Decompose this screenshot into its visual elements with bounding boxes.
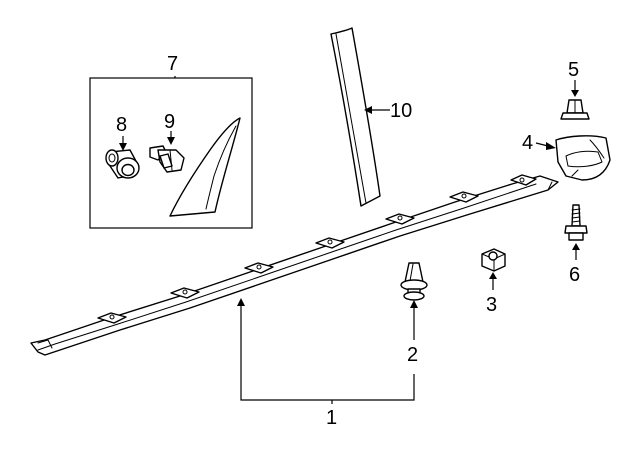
callout-1: 1 bbox=[326, 407, 337, 429]
inset-box bbox=[89, 77, 253, 229]
callout-6: 6 bbox=[569, 264, 580, 286]
retainer-4-part bbox=[555, 135, 611, 181]
clip-8-part bbox=[105, 149, 140, 179]
clip-9-part bbox=[149, 145, 185, 173]
nut-3-part bbox=[481, 248, 506, 272]
callout-10: 10 bbox=[390, 100, 412, 122]
inset-group-7: 7 8 9 bbox=[89, 53, 253, 229]
callout-3: 3 bbox=[486, 294, 497, 316]
clip-2-part bbox=[400, 262, 428, 301]
callout-5: 5 bbox=[568, 59, 579, 81]
molding-clip-tabs bbox=[97, 174, 537, 324]
callout-7: 7 bbox=[167, 53, 178, 75]
callout-8: 8 bbox=[116, 114, 127, 136]
callout-9: 9 bbox=[164, 111, 175, 133]
clip-5-part bbox=[560, 99, 590, 120]
triangle-cover-part bbox=[169, 117, 241, 217]
pillar-molding-part bbox=[330, 27, 381, 207]
bolt-6-part bbox=[564, 204, 588, 241]
callout-2: 2 bbox=[407, 344, 418, 366]
callout-4: 4 bbox=[522, 132, 533, 154]
rocker-molding-part bbox=[30, 174, 559, 356]
